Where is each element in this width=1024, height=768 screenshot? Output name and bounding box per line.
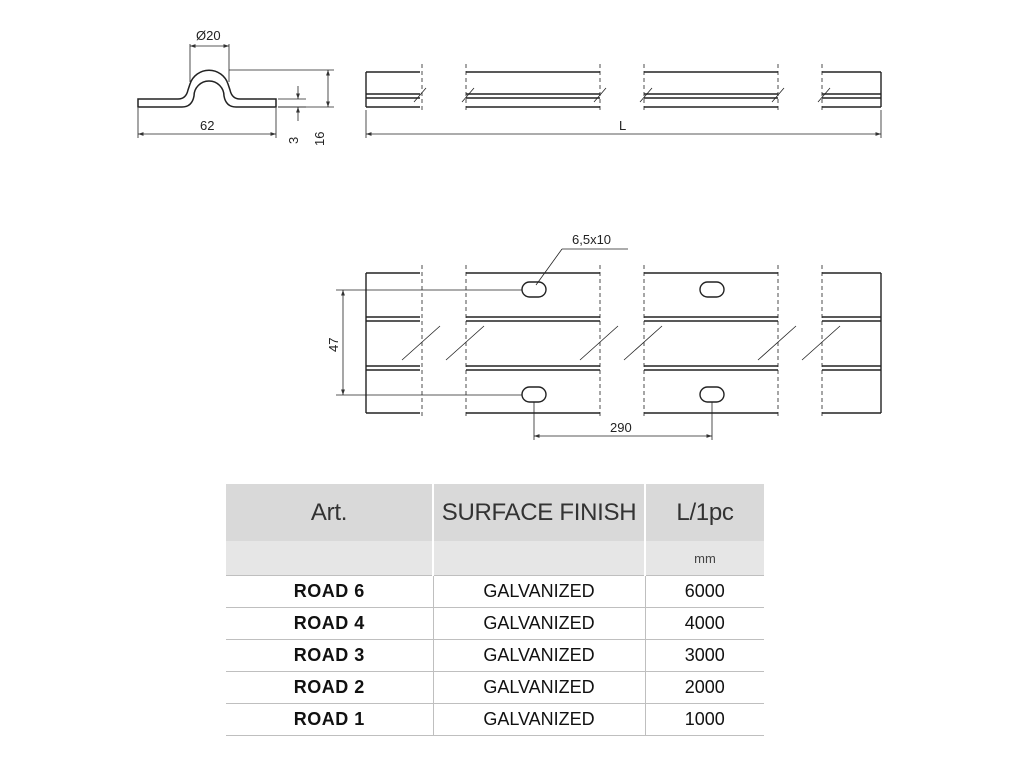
- technical-drawing: Ø20 62 3 16: [137, 28, 882, 440]
- cell-art: ROAD 4: [226, 607, 434, 640]
- header-surface-finish: SURFACE FINISH: [433, 484, 646, 541]
- cell-art: ROAD 2: [226, 671, 434, 704]
- header-art: Art.: [226, 484, 434, 541]
- spacing-label: 47: [326, 338, 341, 352]
- spec-table: Art. SURFACE FINISH L/1pc mm ROAD 6 GALV…: [226, 484, 764, 736]
- pitch-label: 290: [610, 420, 632, 435]
- cell-art: ROAD 6: [226, 575, 434, 608]
- unit-length: mm: [645, 541, 764, 576]
- slot-bottom-2: [699, 386, 725, 403]
- diameter-label: Ø20: [196, 28, 221, 43]
- cell-art: ROAD 3: [226, 639, 434, 672]
- cell-finish: GALVANIZED: [433, 607, 646, 640]
- header-length: L/1pc: [645, 484, 764, 541]
- cell-finish: GALVANIZED: [433, 703, 646, 736]
- header-row: Art. SURFACE FINISH L/1pc: [226, 484, 764, 541]
- cell-finish: GALVANIZED: [433, 671, 646, 704]
- length-label: L: [619, 118, 626, 133]
- cell-length: 6000: [645, 575, 764, 608]
- cell-finish: GALVANIZED: [433, 575, 646, 608]
- cell-length: 1000: [645, 703, 764, 736]
- width-label: 62: [200, 118, 214, 133]
- thickness-label: 3: [286, 137, 301, 144]
- height-label: 16: [312, 132, 327, 146]
- cell-length: 3000: [645, 639, 764, 672]
- table-row: ROAD 3 GALVANIZED 3000: [226, 639, 764, 672]
- table-row: ROAD 4 GALVANIZED 4000: [226, 607, 764, 640]
- cell-finish: GALVANIZED: [433, 639, 646, 672]
- units-row: mm: [226, 541, 764, 576]
- slot-top-2: [699, 281, 725, 298]
- profile-view: [137, 44, 334, 138]
- cell-length: 2000: [645, 671, 764, 704]
- slot-top-1: [521, 281, 547, 298]
- slot-bottom-1: [521, 386, 547, 403]
- table-row: ROAD 1 GALVANIZED 1000: [226, 703, 764, 736]
- top-view: [336, 248, 882, 440]
- table-row: ROAD 2 GALVANIZED 2000: [226, 671, 764, 704]
- slot-label: 6,5x10: [572, 232, 611, 247]
- cell-art: ROAD 1: [226, 703, 434, 736]
- profile-outline: [137, 69, 277, 108]
- unit-art: [226, 541, 434, 576]
- side-view: [365, 64, 882, 138]
- cell-length: 4000: [645, 607, 764, 640]
- unit-surface-finish: [433, 541, 646, 576]
- table-row: ROAD 6 GALVANIZED 6000: [226, 575, 764, 608]
